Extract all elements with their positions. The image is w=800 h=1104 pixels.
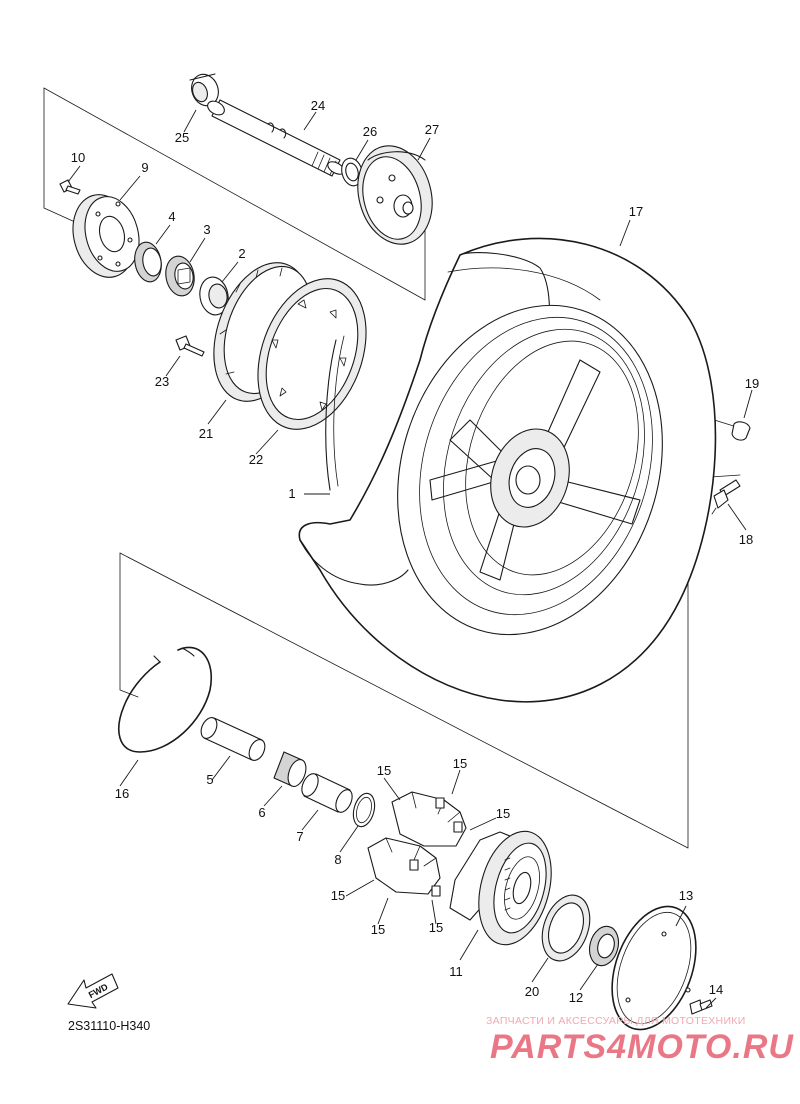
callout-14: 14 [709, 982, 723, 997]
callout-10: 10 [71, 150, 85, 165]
callout-15-a: 15 [377, 763, 391, 778]
callout-17: 17 [629, 204, 643, 219]
callout-15-c: 15 [496, 806, 510, 821]
part-18-valve [711, 479, 741, 515]
part-25-axle-nut [189, 73, 219, 107]
callout-27: 27 [425, 122, 439, 137]
part-6-bearing [273, 751, 307, 787]
part-3-bearing [165, 255, 195, 297]
callout-23: 23 [155, 374, 169, 389]
part-2-bearing [199, 276, 229, 316]
part-7-collar [301, 773, 353, 813]
callout-15-d: 15 [331, 888, 345, 903]
callout-15-e: 15 [371, 922, 385, 937]
callout-3: 3 [203, 222, 210, 237]
part-10-bolt [59, 179, 81, 195]
watermark-brand-logo: PARTS4MOTO.RU [490, 1028, 794, 1066]
part-9-hub-plate [72, 194, 140, 278]
callout-18: 18 [739, 532, 753, 547]
callout-8: 8 [334, 852, 341, 867]
part-14-screw [689, 999, 713, 1015]
callout-numbers: 1 2 3 4 5 6 7 8 9 10 11 12 13 14 15 15 1… [71, 98, 759, 1005]
callout-13: 13 [679, 888, 693, 903]
callout-7: 7 [296, 829, 303, 844]
callout-25: 25 [175, 130, 189, 145]
callout-leaders [67, 109, 753, 1009]
callout-11: 11 [449, 964, 463, 979]
callout-20: 20 [525, 984, 539, 999]
part-19-valve-cap [731, 421, 751, 441]
part-4-oil-seal [134, 241, 162, 283]
part-23-bolt [175, 335, 205, 357]
part-5-spacer [200, 717, 266, 761]
callout-21: 21 [199, 426, 213, 441]
forward-arrow-icon: FWD [67, 973, 119, 1009]
watermark-caption: ЗАПЧАСТИ И АКСЕССУАРЫ ДЛЯ МОТОТЕХНИКИ [486, 1015, 746, 1027]
callout-15-f: 15 [429, 920, 443, 935]
callout-16: 16 [115, 786, 129, 801]
diagram-code: 2S31110-H340 [68, 1019, 150, 1033]
callout-9: 9 [141, 160, 148, 175]
part-12-bearing [588, 925, 620, 967]
part-24-rear-axle [207, 99, 345, 177]
part-13-ring [611, 905, 697, 1031]
part-20-oil-seal [541, 894, 591, 962]
part-8-o-ring [352, 792, 376, 828]
part-16-circlip [118, 646, 213, 753]
part-1-wheel [325, 304, 663, 636]
part-27-caliper-bracket [357, 145, 433, 245]
callout-2: 2 [238, 246, 245, 261]
callout-12: 12 [569, 990, 583, 1005]
callout-1: 1 [288, 486, 295, 501]
part-11-clutch-hub [449, 830, 552, 946]
part-15-damper-set [367, 791, 467, 897]
callout-15-b: 15 [453, 756, 467, 771]
watermark: ЗАПЧАСТИ И АКСЕССУАРЫ ДЛЯ МОТОТЕХНИКИ PA… [486, 1015, 794, 1066]
callout-19: 19 [745, 376, 759, 391]
callout-5: 5 [206, 772, 213, 787]
callout-6: 6 [258, 805, 265, 820]
callout-4: 4 [168, 209, 175, 224]
callout-26: 26 [363, 124, 377, 139]
part-26-collar [341, 157, 363, 187]
callout-24: 24 [311, 98, 325, 113]
callout-22: 22 [249, 452, 263, 467]
part-22-disc-ring [257, 278, 367, 430]
